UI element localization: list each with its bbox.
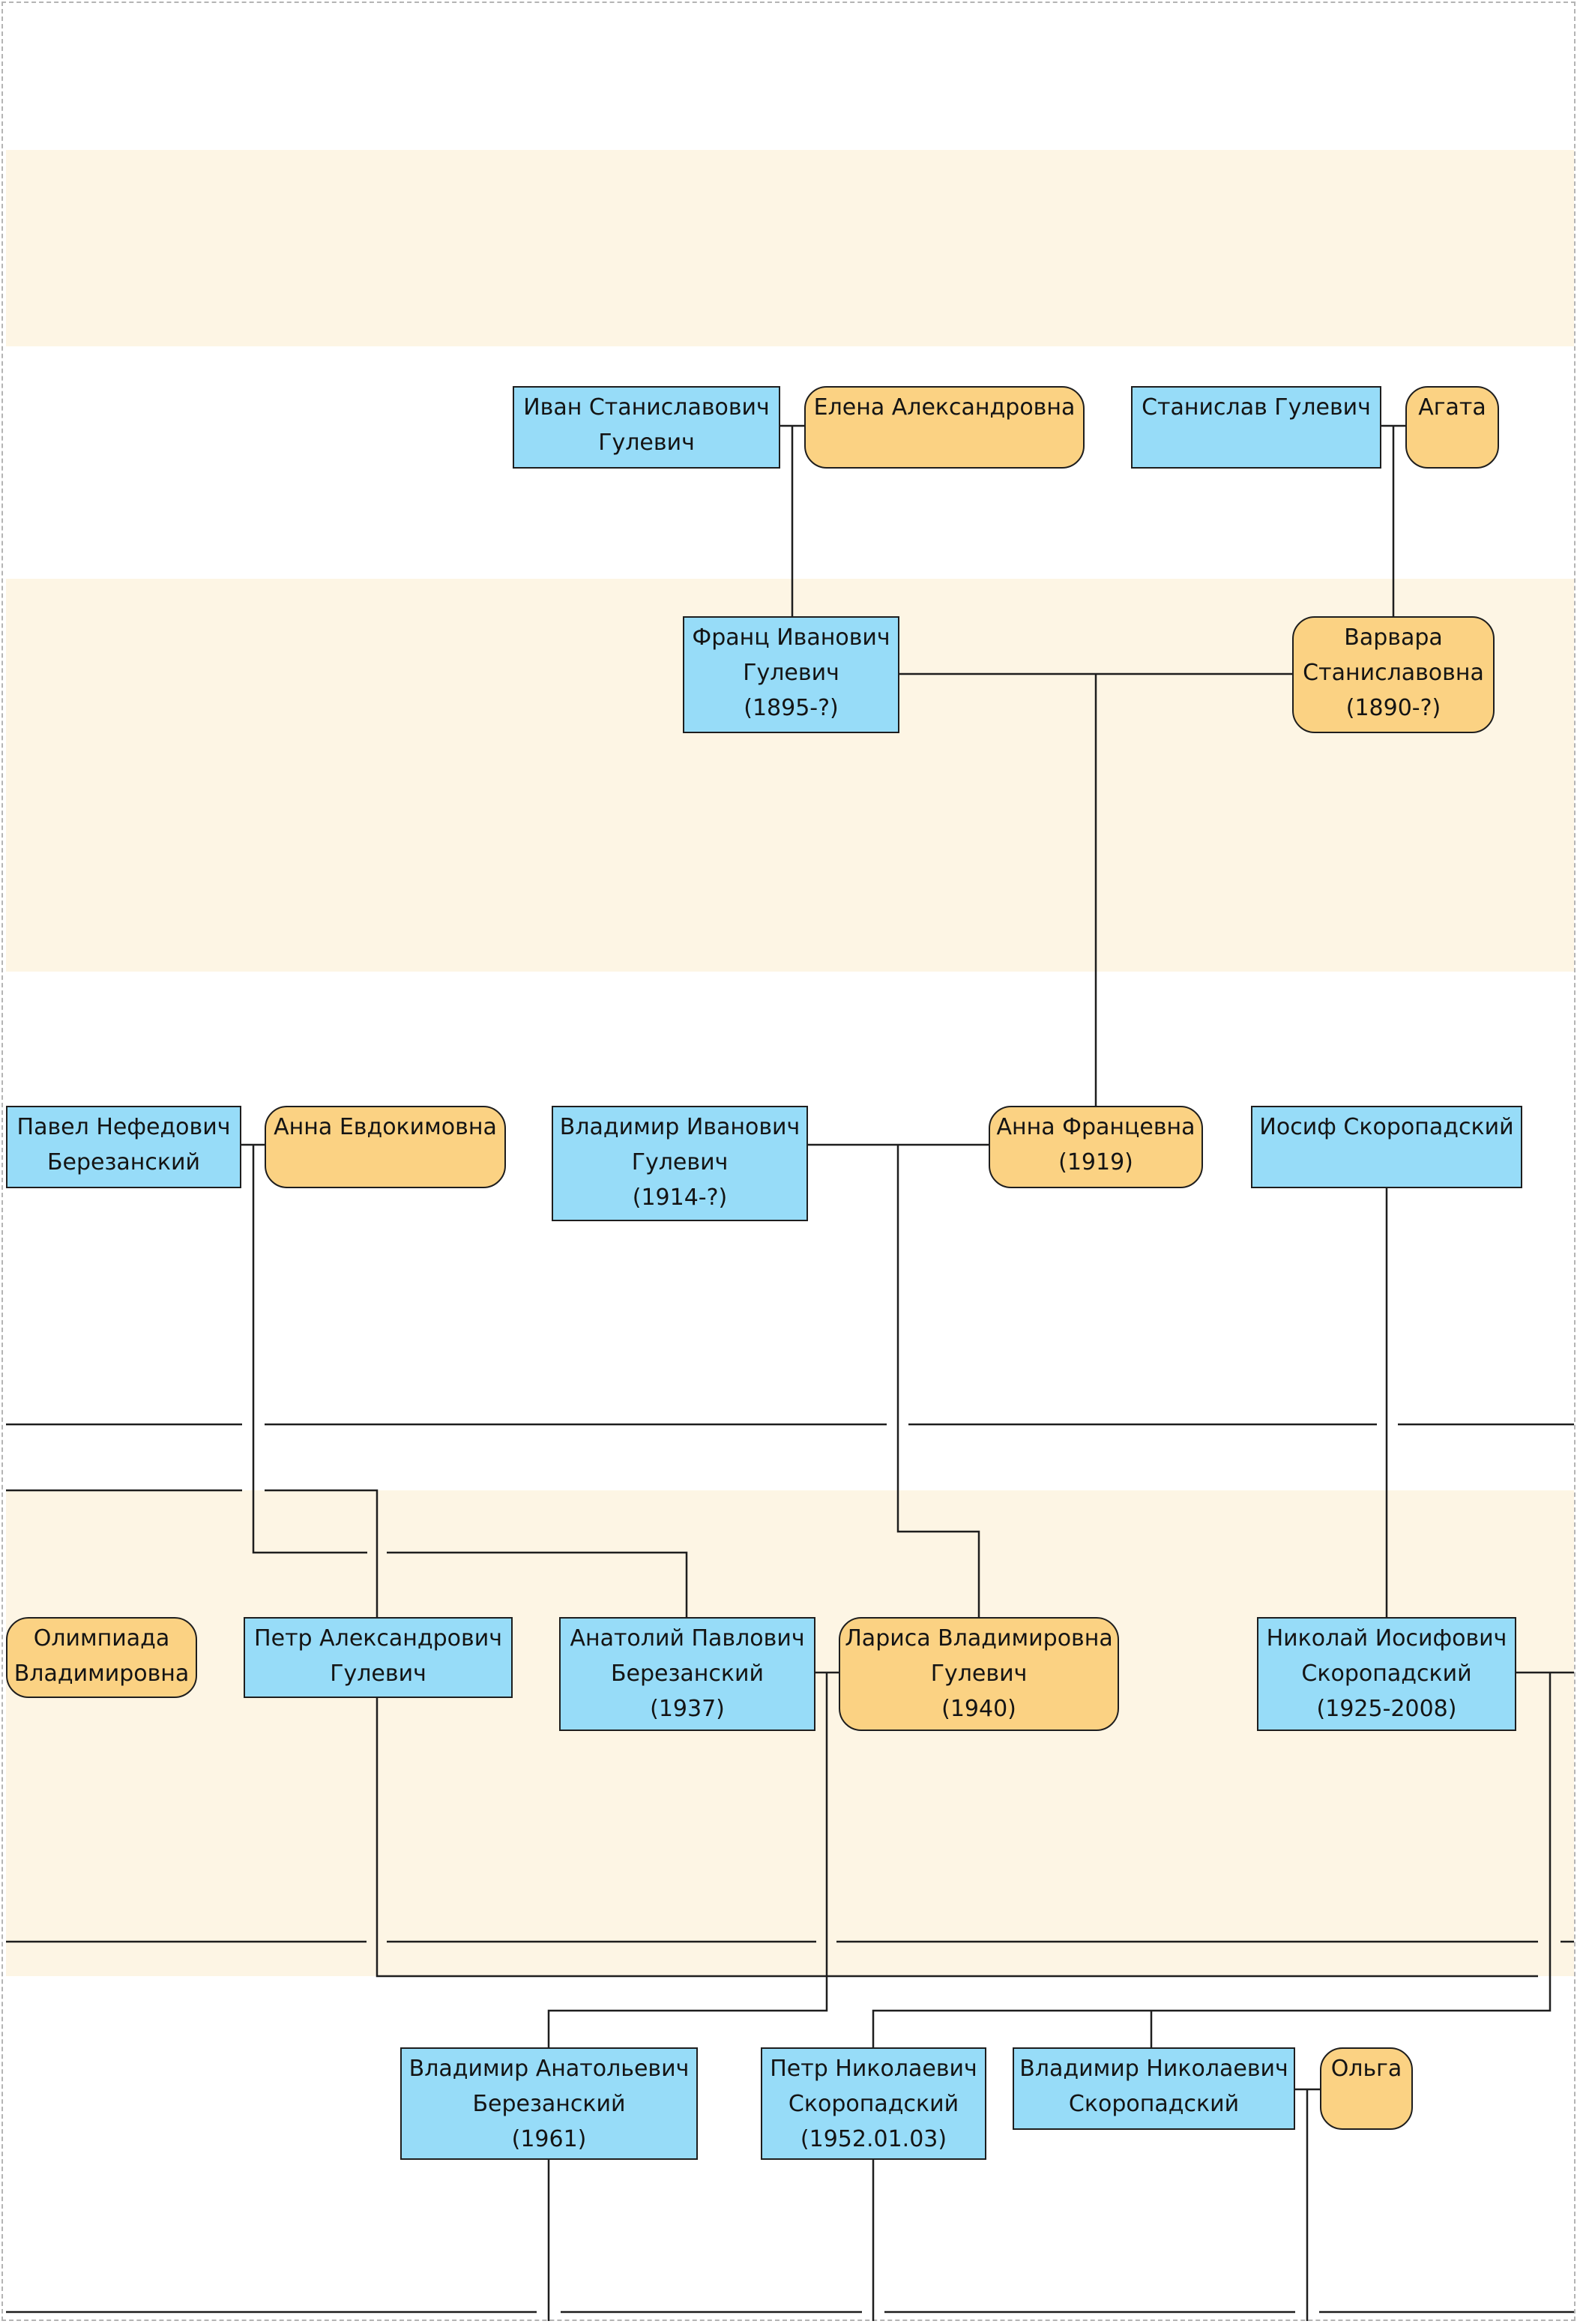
link-anatoly-larisa-down (547, 1673, 828, 2047)
person-vladimir-anatolevich[interactable]: Владимир Анатольевич Березанский (1961) (400, 2047, 698, 2160)
person-nikolai-iosifovich[interactable]: Николай Иосифович Скоропадский (1925-200… (1257, 1617, 1516, 1731)
link-nikolai-down (872, 1673, 1552, 2047)
person-petr-nikolaevich[interactable]: Петр Николаевич Скоропадский (1952.01.03… (761, 2047, 986, 2160)
person-varvara-stanislavovna[interactable]: Варвара Станиславовна (1890-?) (1292, 616, 1495, 733)
person-stanislav-gulevich[interactable]: Станислав Гулевич (1131, 386, 1381, 469)
person-anatoly-pavlovich[interactable]: Анатолий Павлович Березанский (1937) (559, 1617, 815, 1731)
person-anna-francevna[interactable]: Анна Францевна (1919) (989, 1106, 1203, 1188)
person-elena-aleksandrovna[interactable]: Елена Александровна (804, 386, 1085, 469)
person-franc-gulevich[interactable]: Франц Иванович Гулевич (1895-?) (683, 616, 899, 733)
person-agata[interactable]: Агата (1405, 386, 1499, 469)
crossing-line-b (6, 1489, 379, 1617)
person-olga[interactable]: Ольга (1320, 2047, 1413, 2130)
generation-band-5 (6, 1490, 1574, 1976)
link-vladimir-anna-down (896, 1145, 980, 1617)
person-vladimir-ivanovich[interactable]: Владимир Иванович Гулевич (1914-?) (552, 1106, 808, 1221)
person-vladimir-nikolaevich[interactable]: Владимир Николаевич Скоропадский (1013, 2047, 1295, 2130)
link-petr-al-down (376, 1698, 1538, 1978)
person-ivan-gulevich[interactable]: Иван Станиславович Гулевич (513, 386, 780, 469)
person-petr-aleksandrovich[interactable]: Петр Александрович Гулевич (244, 1617, 513, 1698)
person-pavel-berezanskiy[interactable]: Павел Нефедович Березанский (6, 1106, 241, 1188)
link-to-anatoly (387, 1551, 688, 1617)
generation-band-1 (6, 150, 1574, 346)
person-iosif-skoropadskiy[interactable]: Иосиф Скоропадский (1251, 1106, 1522, 1188)
person-larisa-vladimirovna[interactable]: Лариса Владимировна Гулевич (1940) (839, 1617, 1119, 1731)
person-olimpiada-vladimirovna[interactable]: Олимпиада Владимировна (6, 1617, 197, 1698)
link-pavel-anna-down (252, 1145, 367, 1554)
person-anna-evdokimovna[interactable]: Анна Евдокимовна (265, 1106, 506, 1188)
